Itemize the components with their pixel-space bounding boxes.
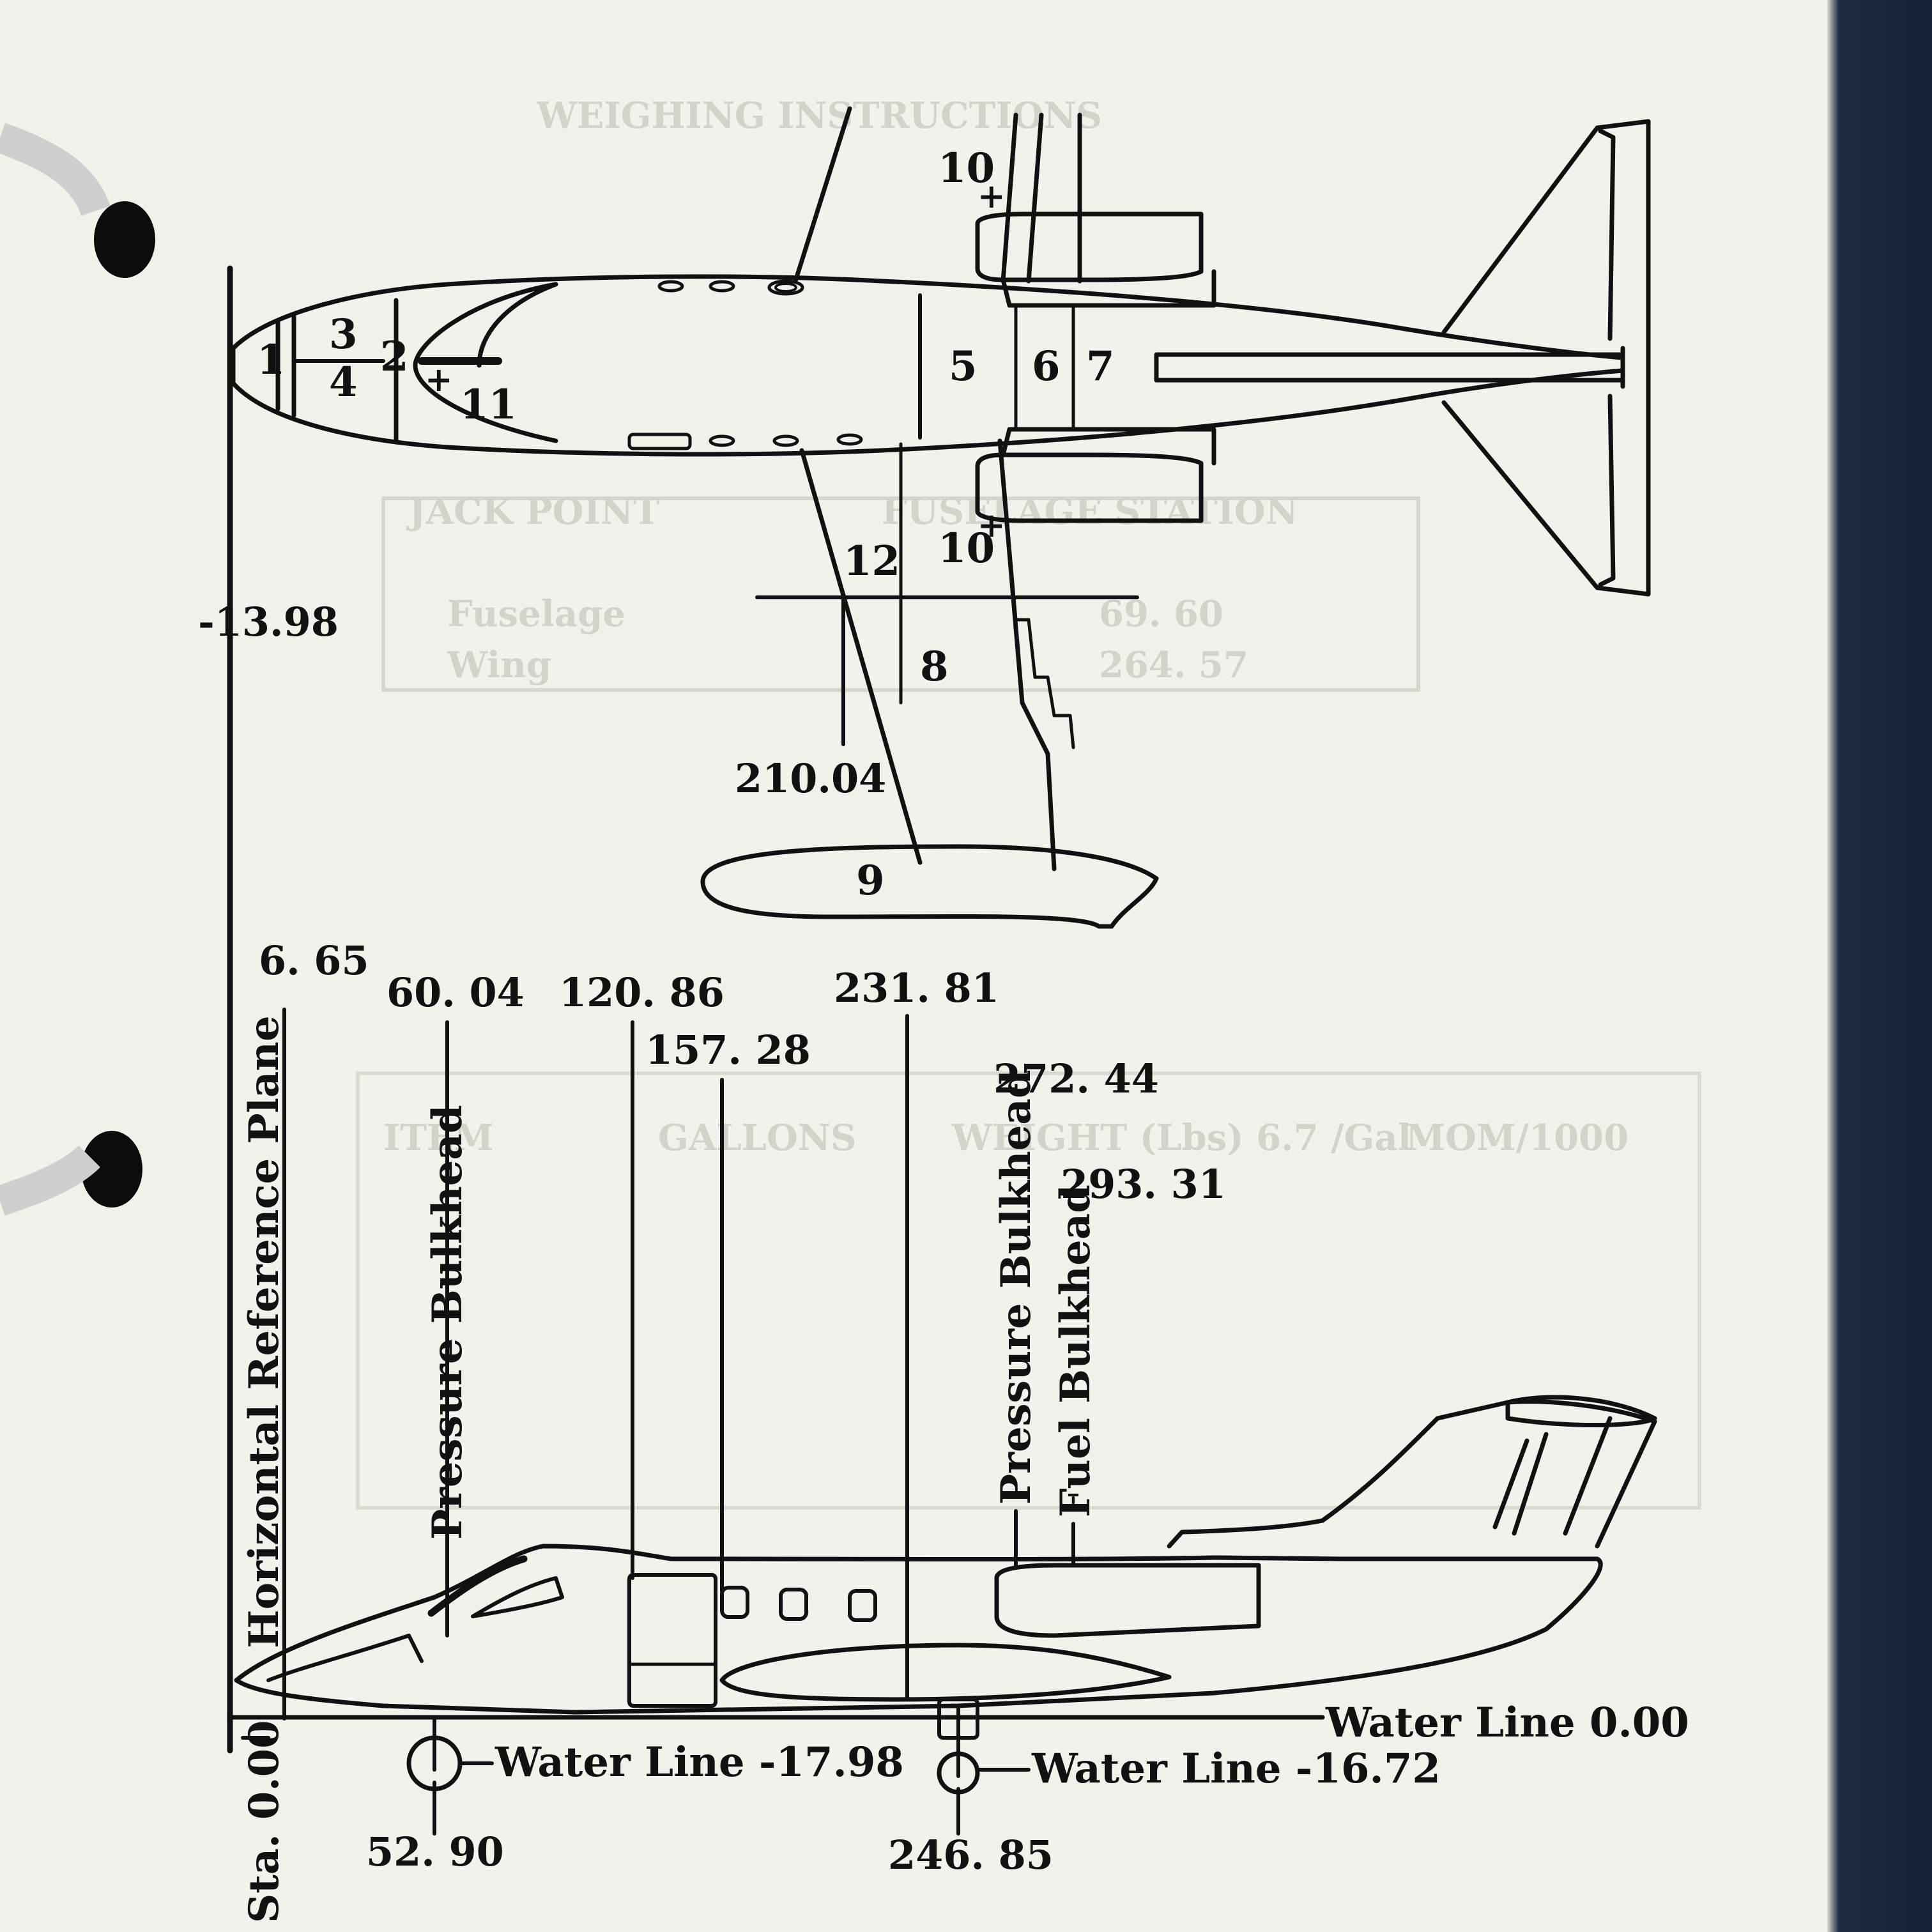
forward-pressure-bulkhead-label: Pressure Bulkhead bbox=[424, 1105, 471, 1540]
aft-pressure-bulkhead-label: Pressure Bulkhead bbox=[992, 1070, 1040, 1505]
zone-10-upper: 10 bbox=[938, 144, 995, 192]
station-zero-label: Sta. 0.00 bbox=[240, 1720, 288, 1923]
plan-engine-upper bbox=[975, 211, 1216, 308]
ghost-table2-col2: GALLONS bbox=[658, 1117, 856, 1159]
station-231-81: 231. 81 bbox=[834, 965, 999, 1011]
plan-tail bbox=[1154, 119, 1651, 597]
manual-page bbox=[0, 0, 1827, 1932]
punch-hole-bottom bbox=[81, 1131, 142, 1208]
binder-rings bbox=[0, 123, 155, 1216]
ghost-table1-col1: JACK POINT bbox=[406, 491, 660, 533]
side-view bbox=[227, 1008, 1657, 1836]
wing-station-value: 210.04 bbox=[735, 755, 886, 802]
zone-numbers: 1 2 3 4 5 6 7 8 9 10 + 10 + 11 + 12 bbox=[257, 144, 1115, 905]
zone-1: 1 bbox=[257, 336, 286, 384]
station-157-28: 157. 28 bbox=[645, 1027, 811, 1073]
ghost-table1-row2-val: 264. 57 bbox=[1099, 644, 1248, 686]
plan-tip-tank bbox=[700, 844, 1159, 929]
water-line-main-label: Water Line -16.72 bbox=[1031, 1745, 1441, 1793]
station-52-90: 52. 90 bbox=[366, 1828, 504, 1875]
binder-cover-edge bbox=[1827, 0, 1932, 1932]
ghost-table1-row1: Fuselage bbox=[447, 593, 625, 635]
fuel-bulkhead-label: Fuel Bulkhead bbox=[1052, 1184, 1100, 1517]
side-vertical-tail bbox=[1167, 1399, 1657, 1549]
station-120-86: 120. 86 bbox=[559, 969, 724, 1016]
ghost-table2-col3: WEIGHT (Lbs) 6.7 /Gal bbox=[951, 1117, 1411, 1159]
zone-8: 8 bbox=[920, 643, 949, 691]
side-fuselage bbox=[234, 1544, 1603, 1715]
zone-6: 6 bbox=[1032, 342, 1061, 390]
station-272-44: 272. 44 bbox=[993, 1055, 1159, 1102]
side-engine bbox=[994, 1563, 1261, 1638]
ghost-table1-row2: Wing bbox=[447, 644, 551, 686]
plan-view bbox=[227, 106, 1651, 1754]
station-246-85: 246. 85 bbox=[888, 1832, 1054, 1878]
water-line-nose-label: Water Line -17.98 bbox=[494, 1738, 904, 1786]
punch-hole-top bbox=[94, 201, 155, 278]
zone-3: 3 bbox=[329, 310, 358, 358]
zone-5: 5 bbox=[949, 342, 977, 390]
bleed-through-text: WEIGHING INSTRUCTIONS JACK POINT FUSELAG… bbox=[356, 95, 1701, 1510]
station-6-65: 6. 65 bbox=[259, 937, 369, 984]
side-stations: 6. 65 60. 04 120. 86 157. 28 231. 81 272… bbox=[259, 937, 1226, 1878]
zone-4: 4 bbox=[329, 358, 358, 406]
svg-text:+: + bbox=[977, 177, 1006, 216]
horizontal-reference-value: -13.98 bbox=[198, 599, 339, 645]
station-293-31: 293. 31 bbox=[1061, 1161, 1226, 1208]
ghost-table2-col4: MOM/1000 bbox=[1406, 1117, 1629, 1159]
horizontal-reference-plane-label: Horizontal Reference Plane bbox=[240, 1015, 288, 1648]
svg-text:+: + bbox=[425, 360, 453, 399]
zone-9: 9 bbox=[856, 857, 885, 905]
svg-text:+: + bbox=[977, 506, 1006, 545]
ring-bottom bbox=[0, 1145, 100, 1216]
side-tip-tank bbox=[719, 1643, 1172, 1702]
water-line-0-label: Water Line 0.00 bbox=[1325, 1699, 1689, 1747]
ghost-table2-col1: ITEM bbox=[383, 1117, 494, 1159]
ring-top bbox=[0, 123, 111, 217]
station-60-04: 60. 04 bbox=[387, 969, 525, 1016]
ghost-table1-col2: FUSELAGE STATION bbox=[882, 491, 1298, 533]
zone-7: 7 bbox=[1086, 342, 1115, 390]
side-door bbox=[627, 1573, 717, 1708]
ghost-heading: WEIGHING INSTRUCTIONS bbox=[536, 95, 1102, 137]
zone-12: 12 bbox=[843, 537, 900, 585]
zone-10-lower: 10 bbox=[938, 525, 995, 572]
ghost-table1-row1-val: 69. 60 bbox=[1099, 593, 1223, 635]
zone-2: 2 bbox=[380, 333, 409, 381]
plan-engine-lower bbox=[975, 427, 1216, 523]
zone-11: 11 bbox=[460, 381, 517, 429]
